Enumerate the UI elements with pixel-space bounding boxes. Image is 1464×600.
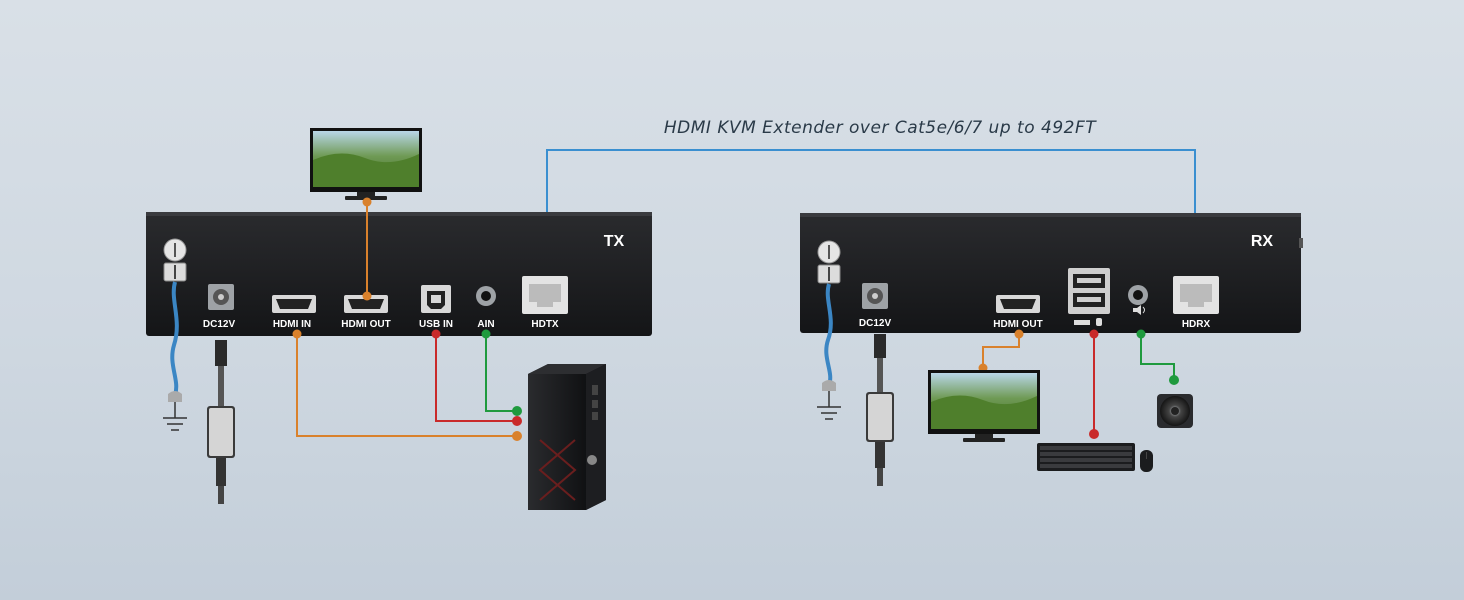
hdmi-in-port-icon	[272, 295, 316, 313]
power-adapter-icon	[207, 340, 235, 504]
speaker-symbol-icon	[1133, 305, 1145, 315]
usb-a-ports-icon	[1068, 268, 1110, 314]
pc-usb-dot	[512, 416, 522, 426]
tx-hdmi-in-label: HDMI IN	[273, 319, 311, 330]
hdmi-out-dot-top	[362, 197, 372, 207]
rx-speaker-dot	[1169, 375, 1179, 385]
hdmi-in-cable	[296, 334, 517, 437]
diagram-title: HDMI KVM Extender over Cat5e/6/7 up to 4…	[664, 118, 1097, 138]
hdmi-out-port-icon	[344, 295, 388, 313]
rj45-port-icon	[522, 276, 568, 314]
rx-audio-cable	[1140, 334, 1175, 378]
ground-screw-icon	[817, 240, 841, 284]
hdmi-in-dot	[292, 329, 302, 339]
audio-cable	[485, 334, 517, 412]
usb-dot	[431, 329, 441, 339]
ground-screw-icon	[163, 238, 187, 282]
monitor-icon	[928, 370, 1040, 442]
keyboard-mouse-symbol-icon	[1074, 318, 1102, 326]
rx-hdmi-cable	[982, 334, 1020, 368]
tx-dc-label: DC12V	[203, 319, 236, 330]
ground-symbol-icon	[817, 380, 841, 420]
rx-unit: RX DC12V HDMI OUT	[800, 213, 1303, 333]
desktop-pc-icon	[528, 364, 606, 510]
rx-usb-dot	[1089, 329, 1099, 339]
rx-hdmi-out-label: HDMI OUT	[993, 319, 1042, 330]
pc-audio-dot	[512, 406, 522, 416]
rx-label: RX	[1251, 233, 1274, 250]
speaker-icon	[1157, 394, 1193, 428]
power-adapter-icon	[866, 334, 894, 486]
rx-audio-dot	[1136, 329, 1146, 339]
dc-jack-icon	[862, 283, 888, 309]
hdmi-out-dot-port	[362, 291, 372, 301]
hdmi-out-port-icon	[996, 295, 1040, 313]
pc-hdmi-dot	[512, 431, 522, 441]
monitor-icon	[310, 128, 422, 200]
audio-dot	[481, 329, 491, 339]
rx-hdmi-dot	[1014, 329, 1024, 339]
rx-keyboard-dot	[1089, 429, 1099, 439]
tx-hdmi-out-label: HDMI OUT	[341, 319, 390, 330]
ground-wire	[824, 283, 833, 386]
audio-jack-icon	[1128, 285, 1148, 305]
rx-dc-label: DC12V	[859, 318, 892, 329]
network-cable	[546, 149, 1196, 262]
rj45-port-icon	[1173, 276, 1219, 314]
tx-unit: TX DC12V HDMI IN HDMI OUT	[146, 212, 652, 336]
rx-hdrx-label: HDRX	[1182, 319, 1211, 330]
audio-jack-icon	[476, 286, 496, 306]
tx-label: TX	[604, 233, 625, 250]
mouse-icon	[1140, 450, 1153, 472]
tx-usb-in-label: USB IN	[419, 319, 453, 330]
tx-ain-label: AIN	[477, 319, 494, 330]
ground-wire	[170, 281, 179, 396]
tx-hdtx-label: HDTX	[531, 319, 559, 330]
usb-cable	[435, 334, 517, 422]
ground-symbol-icon	[163, 391, 187, 431]
keyboard-icon	[1037, 443, 1135, 471]
usb-b-port-icon	[421, 285, 451, 313]
dc-jack-icon	[208, 284, 234, 310]
